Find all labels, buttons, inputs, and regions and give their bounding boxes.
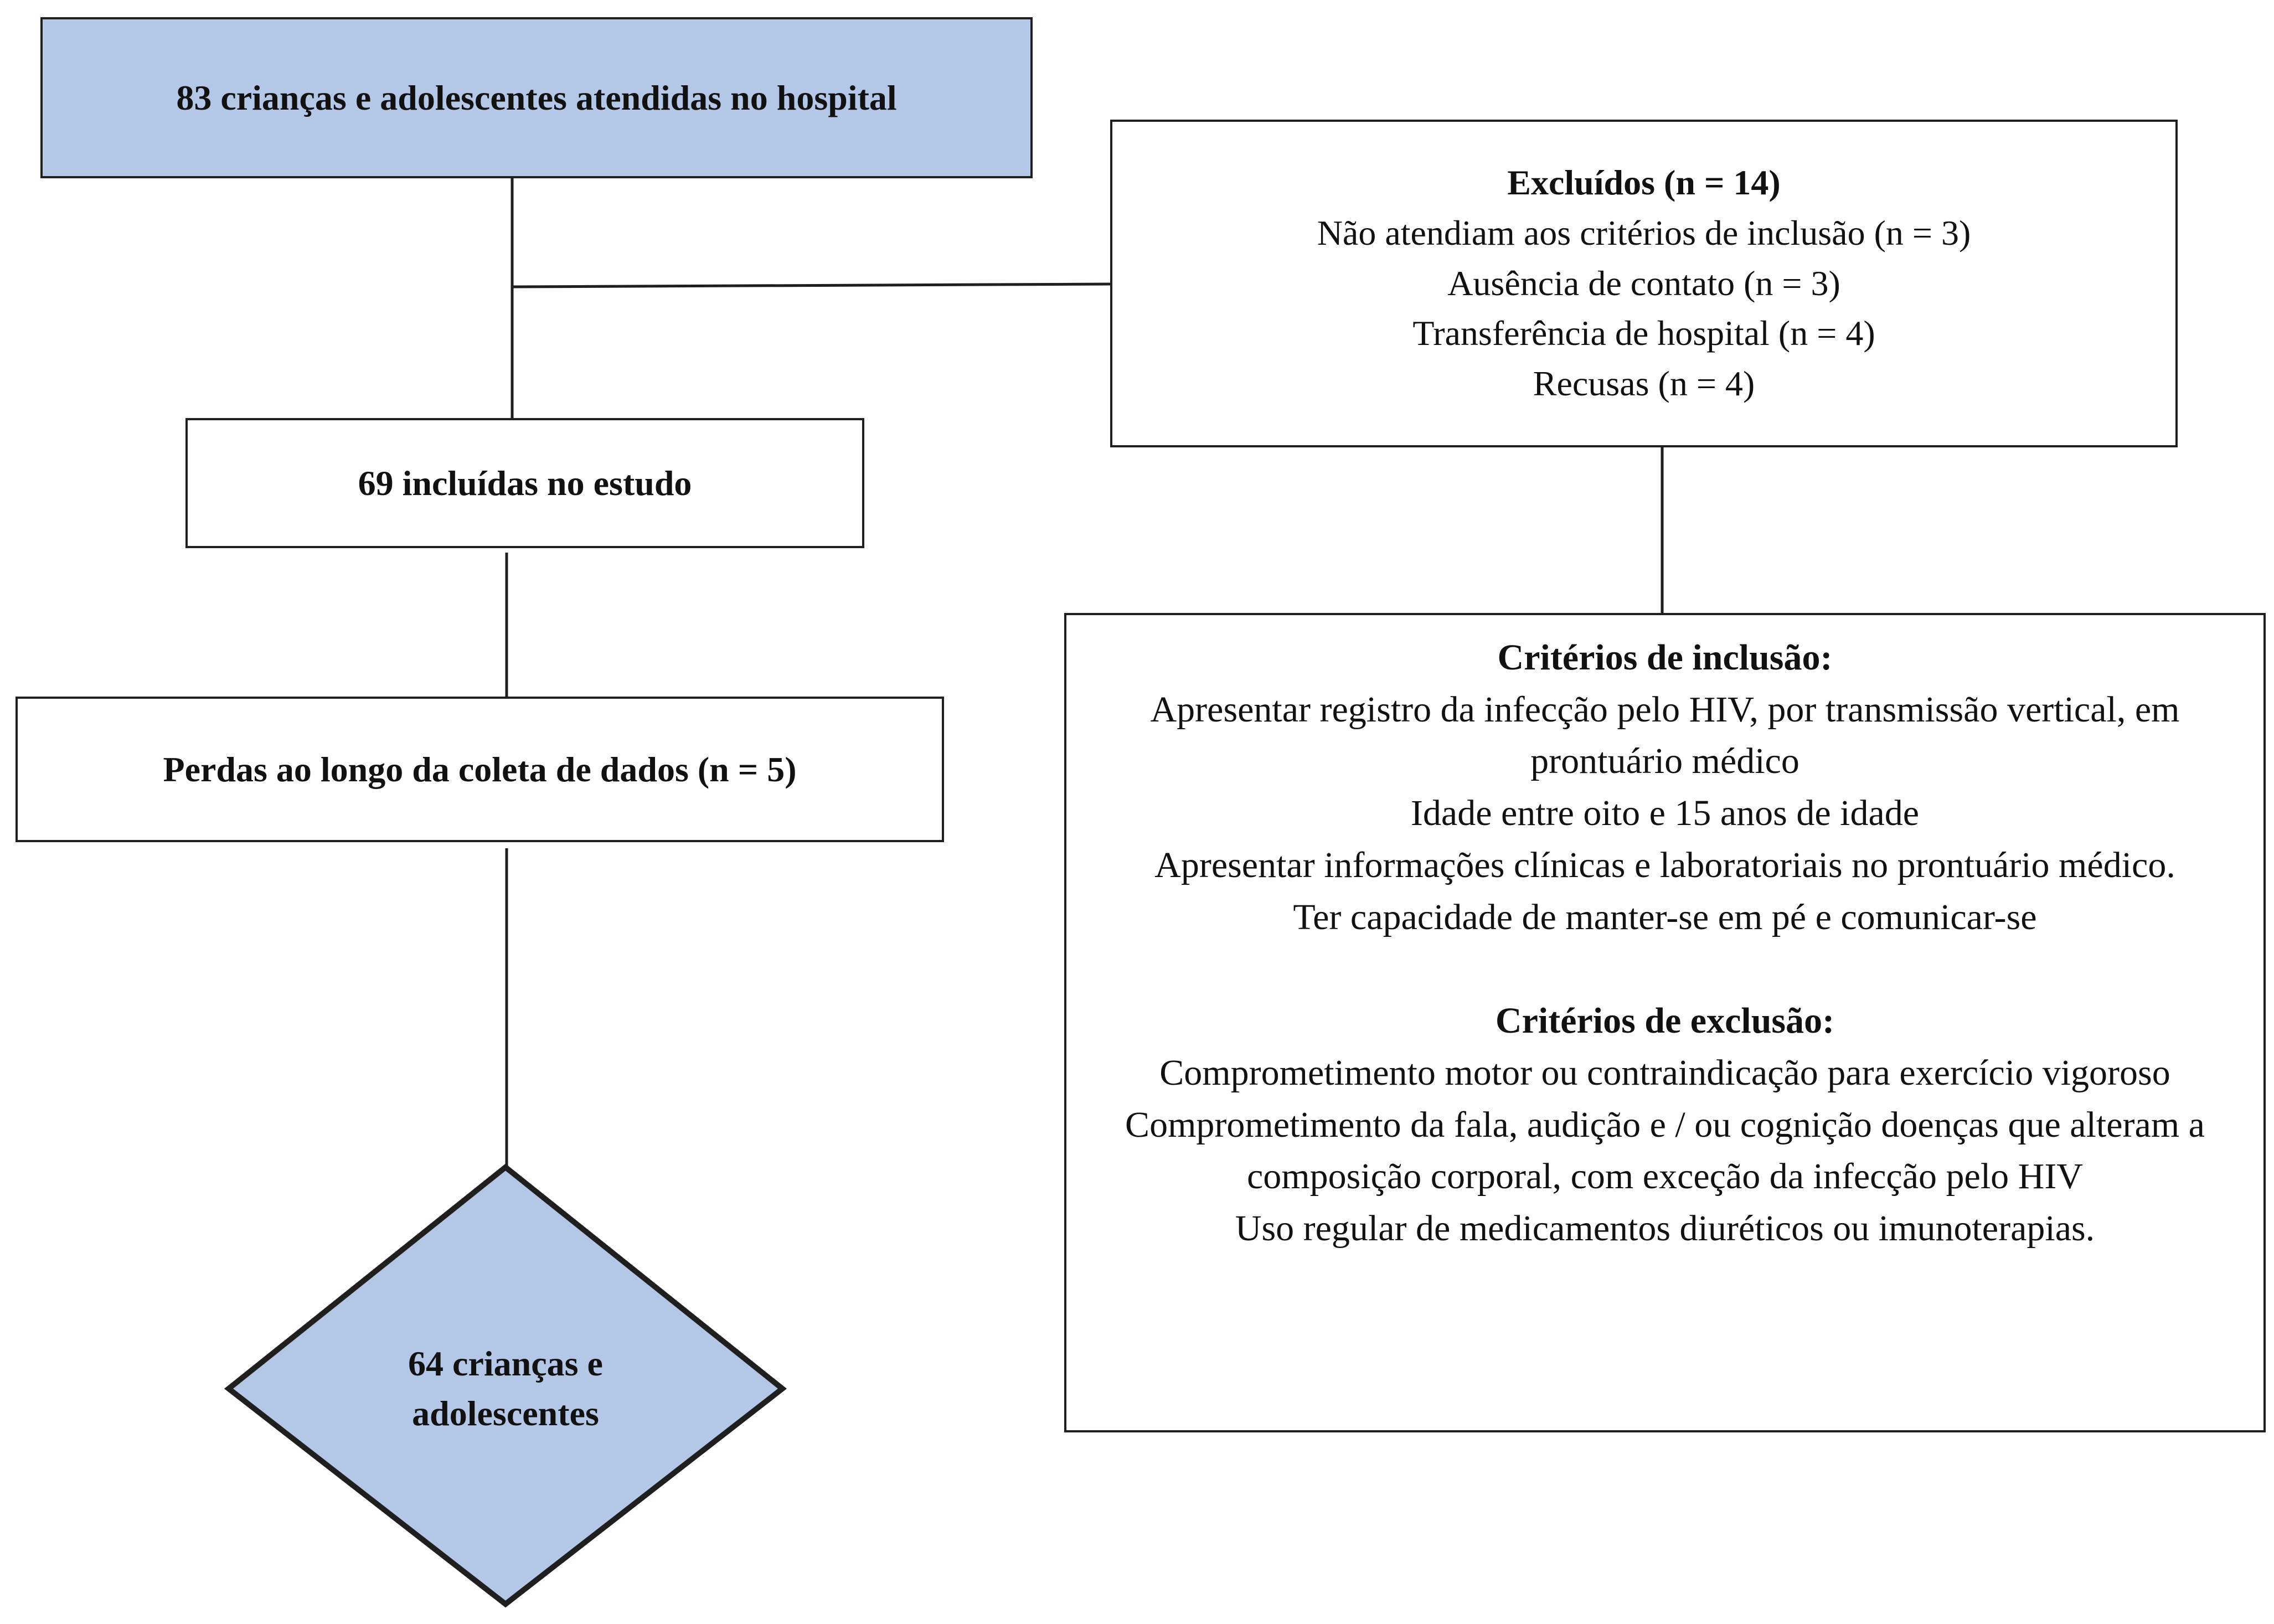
excluded-node: Excluídos (n = 14) Não atendiam aos crit… (1110, 120, 2178, 447)
final-node-label: 64 crianças e adolescentes (339, 1333, 672, 1444)
exclusion-title: Critérios de exclusão: (1495, 1001, 1835, 1042)
exclusion-item: Comprometimento da fala, audição e / ou … (1125, 1104, 2205, 1197)
start-node: 83 crianças e adolescentes atendidas no … (40, 17, 1033, 178)
final-node-line1: 64 crianças e (408, 1344, 603, 1384)
losses-node-label: Perdas ao longo da coleta de dados (n = … (163, 749, 797, 789)
exclusion-item: Comprometimento motor ou contraindicação… (1159, 1053, 2170, 1094)
excluded-item: Transferência de hospital (n = 4) (1412, 313, 1875, 353)
included-node: 69 incluídas no estudo (185, 418, 864, 548)
excluded-item: Não atendiam aos critérios de inclusão (… (1317, 213, 1971, 252)
losses-node: Perdas ao longo da coleta de dados (n = … (16, 697, 944, 842)
excluded-title: Excluídos (n = 14) (1507, 162, 1781, 202)
inclusion-item: Idade entre oito e 15 anos de idade (1410, 793, 1920, 834)
excluded-item: Ausência de contato (n = 3) (1447, 263, 1840, 303)
final-diamond (224, 1163, 787, 1608)
exclusion-item: Uso regular de medicamentos diuréticos o… (1235, 1208, 2095, 1249)
criteria-node: Critérios de inclusão: Apresentar regist… (1064, 613, 2266, 1432)
inclusion-item: Apresentar registro da infecção pelo HIV… (1150, 689, 2180, 782)
inclusion-item: Apresentar informações clínicas e labora… (1154, 844, 2175, 885)
excluded-item: Recusas (n = 4) (1533, 364, 1755, 404)
inclusion-item: Ter capacidade de manter-se em pé e comu… (1293, 896, 2037, 937)
connector-to-excluded (512, 282, 1111, 288)
final-node-line2: adolescentes (412, 1394, 599, 1433)
included-node-label: 69 incluídas no estudo (358, 463, 692, 503)
start-node-label: 83 crianças e adolescentes atendidas no … (176, 78, 897, 117)
inclusion-title: Critérios de inclusão: (1497, 637, 1833, 678)
